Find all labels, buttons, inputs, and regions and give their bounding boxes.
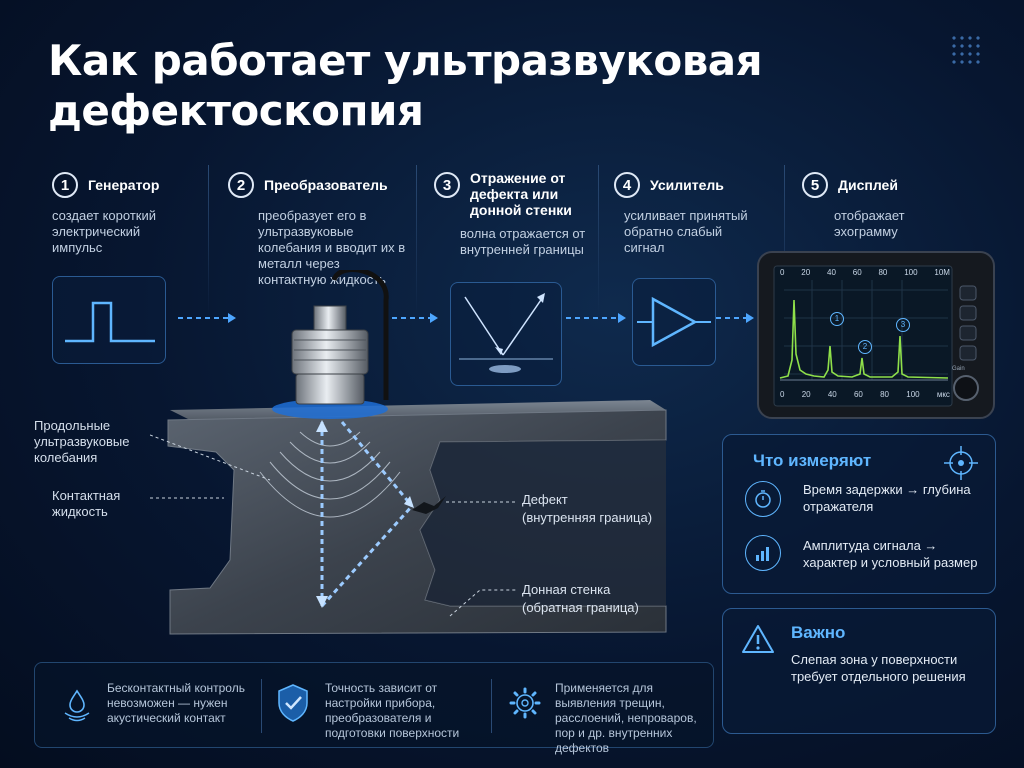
defect-label-title: Дефект <box>522 492 568 507</box>
bottom-ticks: 0 20 40 60 80 100 мкс <box>780 390 950 399</box>
bottom-item-application: Применяется для выявления трещин, рассло… <box>555 681 697 755</box>
amplifier-icon <box>637 296 711 348</box>
echo-marker: 3 <box>896 318 910 332</box>
measure-item-amplitude: Амплитуда сигнала → характер и условный … <box>803 538 978 570</box>
divider <box>598 165 599 315</box>
step-number: 1 <box>52 172 78 198</box>
measure-item-time: Время задержки → глубина отражателя <box>803 482 971 514</box>
device-body <box>757 251 995 419</box>
tick: 40 <box>827 268 836 277</box>
divider <box>416 165 417 315</box>
tick: 0 <box>780 390 785 399</box>
shield-check-icon <box>278 684 308 722</box>
divider <box>208 165 209 315</box>
step-display: 5 Дисплей отображает эхограмму <box>802 172 962 240</box>
target-icon <box>944 446 978 480</box>
step-title: Дисплей <box>838 177 898 193</box>
step-title: Усилитель <box>650 177 724 193</box>
metal-block-illustration <box>150 270 667 635</box>
tick: 60 <box>852 268 862 277</box>
tick: 100 <box>904 268 918 277</box>
flaw-detector-device: 0 20 40 60 80 100 10M 0 20 40 60 80 100 … <box>752 250 998 422</box>
generator-panel <box>52 276 166 364</box>
backwall-label-title: Донная стенка <box>522 582 611 597</box>
defect-label-sub: (внутренняя граница) <box>522 510 653 525</box>
tick: 0 <box>780 268 785 277</box>
step-generator: 1 Генератор создает короткий электрическ… <box>52 172 202 256</box>
knob-label: Gain <box>952 366 965 372</box>
step-title: Преобразователь <box>264 177 388 193</box>
step-number: 2 <box>228 172 254 198</box>
divider <box>784 165 785 315</box>
echo-marker: 2 <box>858 340 872 354</box>
tick: 10M <box>934 268 950 277</box>
measure-title: Что измеряют <box>753 451 872 470</box>
reflection-icon <box>459 293 553 373</box>
warning-icon <box>742 625 774 653</box>
bottom-info-bar: Бесконтактный контроль невозможен — нуже… <box>34 662 714 755</box>
step-reflection: 3 Отражение от дефекта или донной стенки… <box>434 170 594 258</box>
tick: 60 <box>853 390 863 399</box>
pulse-icon <box>65 301 155 343</box>
bottom-item-accuracy: Точность зависит от настройки прибора, п… <box>325 681 460 740</box>
backwall-label-sub: (обратная граница) <box>522 600 639 615</box>
gear-icon <box>509 687 541 719</box>
step-amplifier: 4 Усилитель усиливает принятый обратно с… <box>614 172 774 256</box>
step-number: 3 <box>434 172 460 198</box>
divider <box>491 679 492 733</box>
defect-label: Дефект (внутренняя граница) <box>522 492 672 526</box>
step-desc: волна отражается от внутренней границы <box>460 226 586 257</box>
longitudinal-waves-label: Продольные ультразвуковые колебания <box>34 418 130 465</box>
couplant-label: Контактная жидкость <box>52 488 121 519</box>
step-desc: усиливает принятый обратно слабый сигнал <box>624 208 748 255</box>
step-desc: отображает эхограмму <box>834 208 905 239</box>
step-transducer: 2 Преобразователь преобразует его в ульт… <box>228 172 408 288</box>
bottom-item-contact: Бесконтактный контроль невозможен — нуже… <box>107 681 245 725</box>
measure-card: Что измеряют Время задержки → глубина от… <box>722 434 996 594</box>
echo-marker: 1 <box>830 312 844 326</box>
tick: 40 <box>827 390 837 399</box>
important-card: Важно Слепая зона у поверхности требует … <box>722 608 996 734</box>
tick: мкс <box>936 390 950 399</box>
step-number: 4 <box>614 172 640 198</box>
step-desc: создает короткий электрический импульс <box>52 208 156 255</box>
flow-arrows <box>178 313 754 323</box>
tick: 80 <box>880 390 890 399</box>
divider <box>261 679 262 733</box>
important-text: Слепая зона у поверхности требует отдель… <box>791 652 966 684</box>
step-number: 5 <box>802 172 828 198</box>
echo-signal <box>779 299 949 379</box>
page-title: Как работает ультразвуковая дефектоскопи… <box>48 36 763 135</box>
backwall-label: Донная стенка (обратная граница) <box>522 582 672 616</box>
tick: 20 <box>801 268 811 277</box>
reflection-panel <box>450 282 562 386</box>
step-title: Генератор <box>88 177 160 193</box>
tick: 100 <box>906 390 920 399</box>
droplet-icon <box>64 689 90 722</box>
dots-decoration-icon <box>950 34 984 68</box>
stopwatch-icon <box>745 481 781 517</box>
tick: 20 <box>801 390 811 399</box>
step-desc: преобразует его в ультразвуковые колебан… <box>258 208 406 287</box>
step-title: Отражение от дефекта или донной стенки <box>470 170 572 218</box>
tick: 80 <box>878 268 888 277</box>
amplifier-panel <box>632 278 716 366</box>
important-title: Важно <box>791 623 846 642</box>
bar-chart-icon <box>745 535 781 571</box>
top-ticks: 0 20 40 60 80 100 10M <box>780 268 950 277</box>
